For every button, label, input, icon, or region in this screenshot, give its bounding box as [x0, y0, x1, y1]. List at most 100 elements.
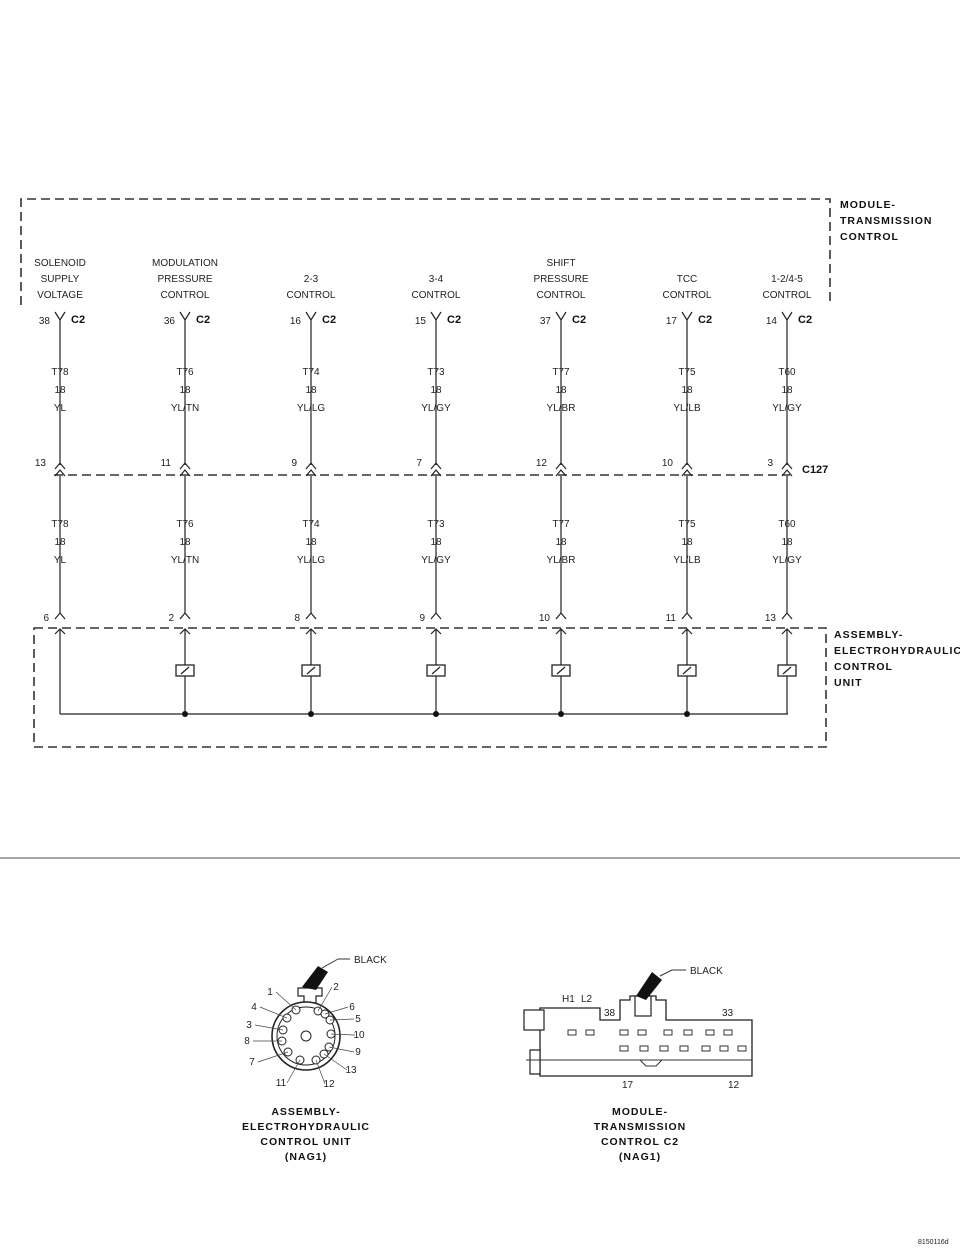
- wire-gauge-upper: 18: [179, 385, 191, 396]
- wire-gauge-lower: 18: [179, 537, 191, 548]
- circuit-function-label: MODULATION: [152, 258, 218, 269]
- solenoid-coil-mark: [180, 666, 190, 675]
- wire-circuit-id-upper: T60: [778, 367, 796, 378]
- ehcu-pin-label: 1: [267, 987, 273, 998]
- circuit-function-label: SUPPLY: [41, 274, 80, 285]
- tcm-pin-number: 36: [164, 316, 176, 327]
- ehcu-center-cavity: [300, 1030, 312, 1042]
- circuit-function-label: SHIFT: [547, 258, 576, 269]
- ehcu-pin-label: 7: [249, 1057, 255, 1068]
- circuit-function-label: SOLENOID: [34, 258, 86, 269]
- tcm-connector-tag: C2: [322, 314, 336, 326]
- wire-color-lower: YL/LB: [673, 555, 701, 566]
- tcm-cavity: [663, 1029, 673, 1036]
- tcm-leader: [659, 969, 673, 977]
- tcm-cavity-label-h1: H1: [562, 994, 575, 1005]
- wire-color-lower: YL/BR: [547, 555, 576, 566]
- ehcu-pointer-arrow: [302, 966, 328, 990]
- ehcu-pin-label: 12: [323, 1079, 335, 1090]
- tcm-cavity-group: [540, 1029, 752, 1067]
- wire-gauge-lower: 18: [555, 537, 567, 548]
- wire-color-lower: YL/GY: [772, 555, 802, 566]
- c127-terminal-symbol: [179, 462, 191, 477]
- circuit-function-label: CONTROL: [412, 290, 461, 301]
- circuit-function-label: PRESSURE: [533, 274, 588, 285]
- ehcu-pin-label: 3: [246, 1020, 252, 1031]
- tcm-connector-tag: C2: [572, 314, 586, 326]
- splice-dot: [182, 711, 188, 717]
- tcm-connector-tag: C2: [698, 314, 712, 326]
- tcm-cavity: [723, 1029, 733, 1036]
- ehcu-pin-label: 5: [355, 1014, 361, 1025]
- wire-color-lower: YL: [54, 555, 67, 566]
- circuit-function-label: CONTROL: [161, 290, 210, 301]
- wire-color-upper: YL/GY: [772, 403, 802, 414]
- ehcu-assembly-border: [33, 627, 827, 748]
- ehcu-assembly-label-2: ELECTROHYDRAULIC: [834, 645, 960, 657]
- wire-circuit-id-lower: T60: [778, 519, 796, 530]
- tcm-color-label: BLACK: [690, 966, 723, 977]
- ehcu-pin-label: 8: [244, 1036, 250, 1047]
- c127-terminal-symbol: [430, 462, 442, 477]
- tcm-cavity: [639, 1045, 649, 1052]
- wire-color-lower: YL/GY: [421, 555, 451, 566]
- tcm-module-label-3: CONTROL: [840, 231, 899, 243]
- ehcu-pin-leader: [254, 1024, 284, 1031]
- c127-pin-number: 3: [767, 458, 773, 469]
- tcm-cavity: [701, 1045, 711, 1052]
- circuit-function-label: PRESSURE: [157, 274, 212, 285]
- tcm-cavity: [619, 1029, 629, 1036]
- ehcu-pin-label: 10: [353, 1030, 365, 1041]
- ehcu-assembly-label-4: UNIT: [834, 677, 863, 689]
- wire-gauge-upper: 18: [305, 385, 317, 396]
- tcm-cavity: [719, 1045, 729, 1052]
- ehcu-pin-leader: [259, 1006, 288, 1019]
- tcm-cavity: [679, 1045, 689, 1052]
- c127-pin-number: 11: [161, 458, 172, 469]
- tcm-cavity: [737, 1045, 747, 1052]
- wire-color-upper: YL: [54, 403, 67, 414]
- circuit-function-label: CONTROL: [763, 290, 812, 301]
- ehcu-pin-leader: [257, 1051, 289, 1063]
- tcm-latch-upper: [523, 1009, 545, 1031]
- ehcu-caption-4: (NAG1): [285, 1151, 327, 1163]
- c127-terminal-symbol: [305, 462, 317, 477]
- c127-terminal-symbol: [54, 462, 66, 477]
- tcm-cavity-label-38: 38: [604, 1008, 616, 1019]
- tcm-module-label-1: MODULE-: [840, 199, 896, 211]
- ehcu-pin-leader: [330, 1033, 356, 1036]
- ehcu-caption-3: CONTROL UNIT: [260, 1136, 351, 1148]
- ehcu-pin-label: 6: [349, 1002, 355, 1013]
- tcm-terminal-symbol: [305, 311, 317, 326]
- tcm-cavity: [585, 1029, 595, 1036]
- tcm-terminal-symbol: [781, 311, 793, 326]
- tcm-connector-tag: C2: [447, 314, 461, 326]
- tcm-terminal-symbol: [54, 311, 66, 326]
- ehcu-pin-leader: [315, 1059, 326, 1085]
- ehcu-key-tab: [297, 987, 323, 1004]
- c127-pin-number: 7: [416, 458, 422, 469]
- wire-circuit-id-upper: T77: [552, 367, 570, 378]
- tcm-cavity: [619, 1045, 629, 1052]
- tcm-terminal-symbol: [179, 311, 191, 326]
- ehcu-pin-leader: [275, 991, 297, 1011]
- ehcu-pin-number: 2: [168, 613, 174, 624]
- figure-id: 8150116d: [918, 1239, 949, 1246]
- c127-pin-number: 10: [662, 458, 674, 469]
- ehcu-assembly-label-1: ASSEMBLY-: [834, 629, 903, 641]
- ehcu-pin-label: 11: [276, 1078, 287, 1089]
- wire-gauge-upper: 18: [555, 385, 567, 396]
- ehcu-pin-number: 6: [43, 613, 49, 624]
- solenoid-coil-mark: [782, 666, 792, 675]
- ehcu-assembly-label-3: CONTROL: [834, 661, 893, 673]
- wire-circuit-id-lower: T77: [552, 519, 570, 530]
- tcm-connector-tag: C2: [71, 314, 85, 326]
- solenoid-coil-mark: [682, 666, 692, 675]
